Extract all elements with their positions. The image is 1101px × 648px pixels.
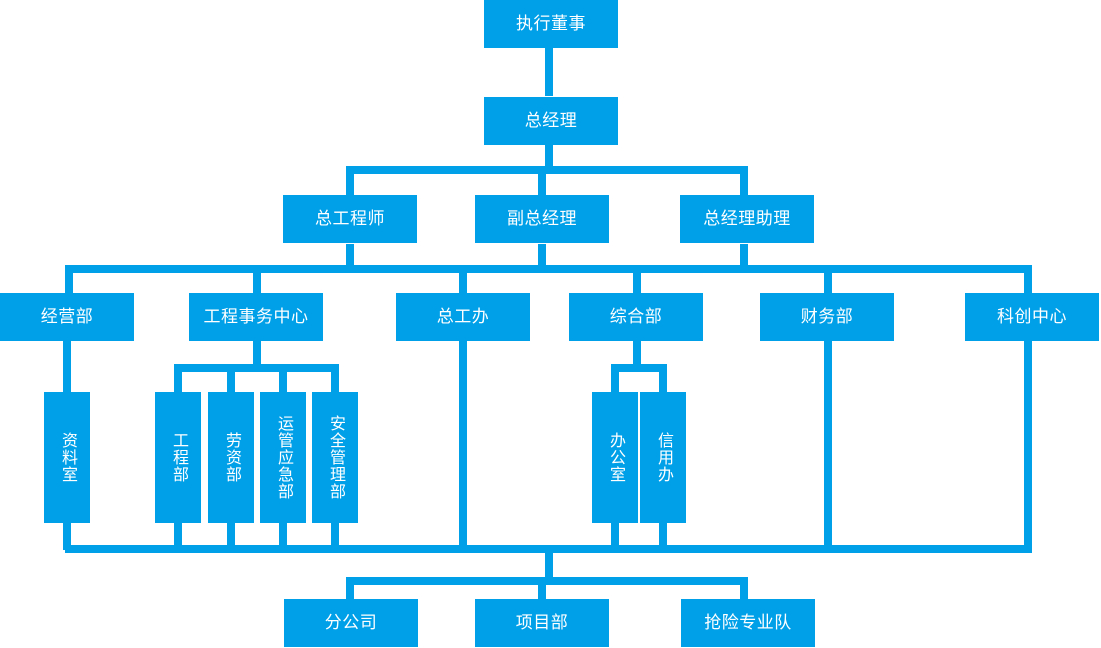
connector-credit-office-drop — [659, 523, 667, 550]
connector-bus-to-emergency-rescue-team — [740, 577, 748, 603]
connector-l6-bus — [350, 577, 748, 585]
node-archives-room[interactable]: 资料室 — [44, 392, 90, 523]
connector-deputy-gm-drop — [538, 244, 546, 270]
node-emergency-rescue-team[interactable]: 抢险专业队 — [681, 599, 815, 647]
connector-office-room-drop — [611, 523, 619, 550]
connector-bus-to-credit-office — [659, 364, 667, 394]
connector-bus-to-chief-engineer-office — [459, 265, 467, 293]
node-chief-engineer[interactable]: 总工程师 — [283, 195, 417, 243]
node-gm-assistant[interactable]: 总经理助理 — [680, 195, 814, 243]
node-management-dept[interactable]: 经营部 — [0, 293, 134, 341]
connector-bus-to-operations-emergency-dept — [279, 364, 287, 394]
connector-collector-to-l6-bus — [545, 545, 553, 581]
node-finance-dept[interactable]: 财务部 — [760, 293, 894, 341]
node-labor-wages-dept[interactable]: 劳资部 — [208, 392, 254, 523]
connector-bus-to-branch-company — [346, 577, 354, 603]
connector-bus-to-safety-management-dept — [331, 364, 339, 394]
connector-gm-assistant-drop — [740, 244, 748, 270]
connector-bus-to-sci-tech-center — [1024, 265, 1032, 293]
connector-bus-to-general-affairs — [633, 265, 641, 293]
connector-l4-bus — [65, 265, 1032, 273]
connector-bus-to-project-dept — [538, 577, 546, 603]
connector-labor-wages-drop — [227, 523, 235, 550]
node-credit-office[interactable]: 信用办 — [640, 392, 686, 523]
node-office-room[interactable]: 办公室 — [592, 392, 638, 523]
connector-engineering-children-bus — [174, 364, 339, 372]
connector-engineering-dept-drop — [174, 523, 182, 550]
connector-general-affairs-drop — [633, 341, 641, 367]
node-executive-director[interactable]: 执行董事 — [484, 0, 618, 48]
connector-chief-engineer-office-drop — [459, 341, 467, 548]
connector-bus-to-chief-engineer — [346, 166, 354, 196]
connector-management-to-archives — [63, 341, 71, 394]
connector-l3-bus — [350, 166, 748, 174]
connector-safety-management-drop — [331, 523, 339, 550]
connector-engineering-affairs-drop — [253, 341, 261, 367]
node-project-dept[interactable]: 项目部 — [475, 599, 609, 647]
connector-bus-to-labor-wages-dept — [227, 364, 235, 394]
node-general-affairs-dept[interactable]: 综合部 — [569, 293, 703, 341]
connector-chief-engineer-drop — [346, 244, 354, 270]
connector-bus-to-management-dept — [65, 265, 73, 293]
connector-executive-to-gm — [545, 48, 553, 96]
node-sci-tech-innovation-center[interactable]: 科创中心 — [965, 293, 1099, 341]
connector-bus-to-office-room — [611, 364, 619, 394]
connector-bus-to-gm-assistant — [740, 166, 748, 196]
connector-gm-drop — [545, 144, 553, 170]
node-general-manager[interactable]: 总经理 — [484, 97, 618, 145]
node-safety-management-dept[interactable]: 安全管理部 — [312, 392, 358, 523]
node-engineering-affairs-center[interactable]: 工程事务中心 — [189, 293, 323, 341]
connector-bus-to-engineering-affairs — [253, 265, 261, 293]
connector-sci-tech-center-drop — [1024, 341, 1032, 548]
node-operations-emergency-dept[interactable]: 运管应急部 — [260, 392, 306, 523]
connector-operations-emergency-drop — [279, 523, 287, 550]
connector-general-affairs-children-bus — [611, 364, 667, 372]
node-deputy-general-manager[interactable]: 副总经理 — [475, 195, 609, 243]
connector-bus-to-engineering-dept — [174, 364, 182, 394]
connector-bus-to-finance-dept — [824, 265, 832, 293]
node-engineering-dept[interactable]: 工程部 — [155, 392, 201, 523]
connector-archives-drop — [63, 523, 71, 550]
connector-bus-to-deputy-gm — [538, 166, 546, 196]
node-branch-company[interactable]: 分公司 — [284, 599, 418, 647]
connector-finance-dept-drop — [824, 341, 832, 548]
node-chief-engineer-office[interactable]: 总工办 — [396, 293, 530, 341]
